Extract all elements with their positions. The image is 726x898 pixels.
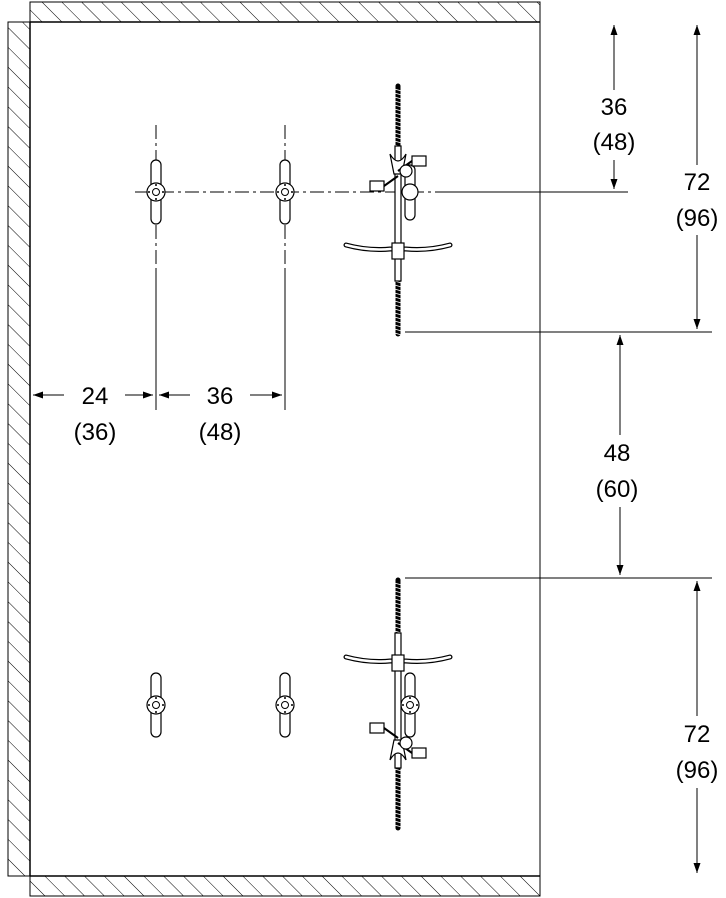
bike-top (343, 83, 453, 337)
rack-top-2 (275, 159, 295, 225)
dim-bottom-total-alt: (96) (676, 757, 719, 784)
dim-wall-offset-value: 24 (82, 383, 109, 410)
rack-bottom-2 (275, 672, 295, 738)
dim-gap-alt: (60) (596, 476, 639, 503)
top-wall (29, 1, 541, 23)
dim-rack-spacing-alt: (48) (199, 419, 242, 446)
rack-top-1 (146, 159, 166, 225)
dim-top-total-alt: (96) (676, 205, 719, 232)
dim-top-spacing-alt: (48) (593, 129, 636, 156)
rack-bottom-1 (146, 672, 166, 738)
left-wall (7, 21, 31, 877)
dim-bottom-total-value: 72 (684, 721, 711, 748)
dim-top-total-value: 72 (684, 169, 711, 196)
rack-bottom-3 (400, 672, 420, 738)
bicycles (343, 83, 453, 831)
dim-top-spacing-value: 36 (601, 94, 628, 121)
bike-bottom (343, 577, 453, 831)
rack-top-3 (401, 164, 419, 221)
bike-racks (146, 159, 420, 738)
bottom-wall (29, 875, 541, 897)
dim-wall-offset-alt: (36) (74, 419, 117, 446)
dim-gap-value: 48 (604, 440, 631, 467)
dim-rack-spacing-value: 36 (207, 383, 234, 410)
